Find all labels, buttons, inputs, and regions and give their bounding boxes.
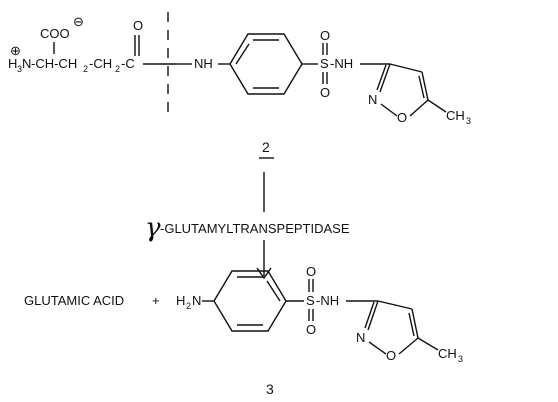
product-amine-n: N <box>192 293 201 308</box>
product-isox-c3-n <box>367 300 379 331</box>
product-isox-o-c5 <box>398 337 419 355</box>
isox-c4-c3 <box>389 63 423 73</box>
carboxylate-charge: ⊖ <box>73 14 84 29</box>
isox-c5-c4 <box>421 71 429 101</box>
compound-2: COO ⊖ H 3 N ⊕ -CH-CH 2 -CH 2 -C O NH S O <box>8 12 471 159</box>
isox-c3-n <box>379 63 391 93</box>
sulfonyl-o-bottom: O <box>320 85 330 100</box>
isox-c3-n-double <box>376 64 387 91</box>
product-benzene-inner-3 <box>266 280 281 302</box>
sulfonamide-nh: -NH <box>330 56 353 71</box>
methyl-bond <box>427 99 447 113</box>
product-sulfonyl-o-top: O <box>306 264 316 279</box>
isox-o-c5 <box>409 99 429 117</box>
amide-nh: NH <box>194 56 213 71</box>
compound-label-2: 2 <box>262 139 270 155</box>
product-sulfonyl-o-bottom: O <box>306 322 316 337</box>
product-isox-n: N <box>356 330 365 345</box>
product-sulfonyl-s: S <box>306 293 315 308</box>
product-isox-c4-c3 <box>377 300 413 310</box>
glutamic-acid-label: GLUTAMIC ACID <box>24 293 124 308</box>
product-methyl-sub: 3 <box>458 354 463 364</box>
chain-mid: -CH <box>89 56 112 71</box>
amine-charge: ⊕ <box>10 43 21 58</box>
benzene-ring <box>229 33 303 95</box>
sulfonyl-s: S <box>320 56 329 71</box>
product-isox-o: O <box>386 348 396 363</box>
carboxylate-text: COO <box>40 26 70 41</box>
amine-n: N <box>22 56 31 71</box>
isox-o: O <box>397 110 407 125</box>
isox-n-o <box>380 103 398 117</box>
amine-h: H <box>8 56 17 71</box>
product-benzene-ring <box>213 270 287 332</box>
methyl-ch: CH <box>446 108 465 123</box>
product-isox-double <box>408 312 415 337</box>
carbonyl-oxygen: O <box>133 18 143 33</box>
product-isox-c3-n-double <box>364 301 375 329</box>
gamma-symbol: γ <box>145 213 161 243</box>
chain-end: -C <box>121 56 135 71</box>
enzyme-name: -GLUTAMYLTRANSPEPTIDASE <box>160 221 350 236</box>
benzene-inner-3 <box>235 43 250 65</box>
compound-label-3: 3 <box>266 381 274 397</box>
product-isox-n-o <box>368 341 387 355</box>
plus-sign: + <box>152 293 160 308</box>
chain-subscript-1: 2 <box>83 64 88 74</box>
product-amine-sub: 2 <box>186 301 191 311</box>
sulfonyl-o-top: O <box>320 28 330 43</box>
product-amine-h: H <box>176 293 185 308</box>
isox-c4-c5-double <box>418 75 425 99</box>
chain-start: -CH-CH <box>31 56 77 71</box>
enzyme-step: γ -GLUTAMYLTRANSPEPTIDASE <box>145 172 350 280</box>
product-methyl-ch: CH <box>438 346 457 361</box>
product-isox-c5-c4 <box>411 308 419 339</box>
isox-n: N <box>368 92 377 107</box>
product-sulfonamide-nh: -NH <box>316 293 339 308</box>
methyl-sub: 3 <box>466 116 471 126</box>
amine-subscript: 3 <box>17 64 22 74</box>
product-methyl-bond <box>417 337 439 351</box>
chain-subscript-2: 2 <box>115 64 120 74</box>
products: GLUTAMIC ACID + H 2 N S O O -NH N O CH 3… <box>24 264 463 397</box>
